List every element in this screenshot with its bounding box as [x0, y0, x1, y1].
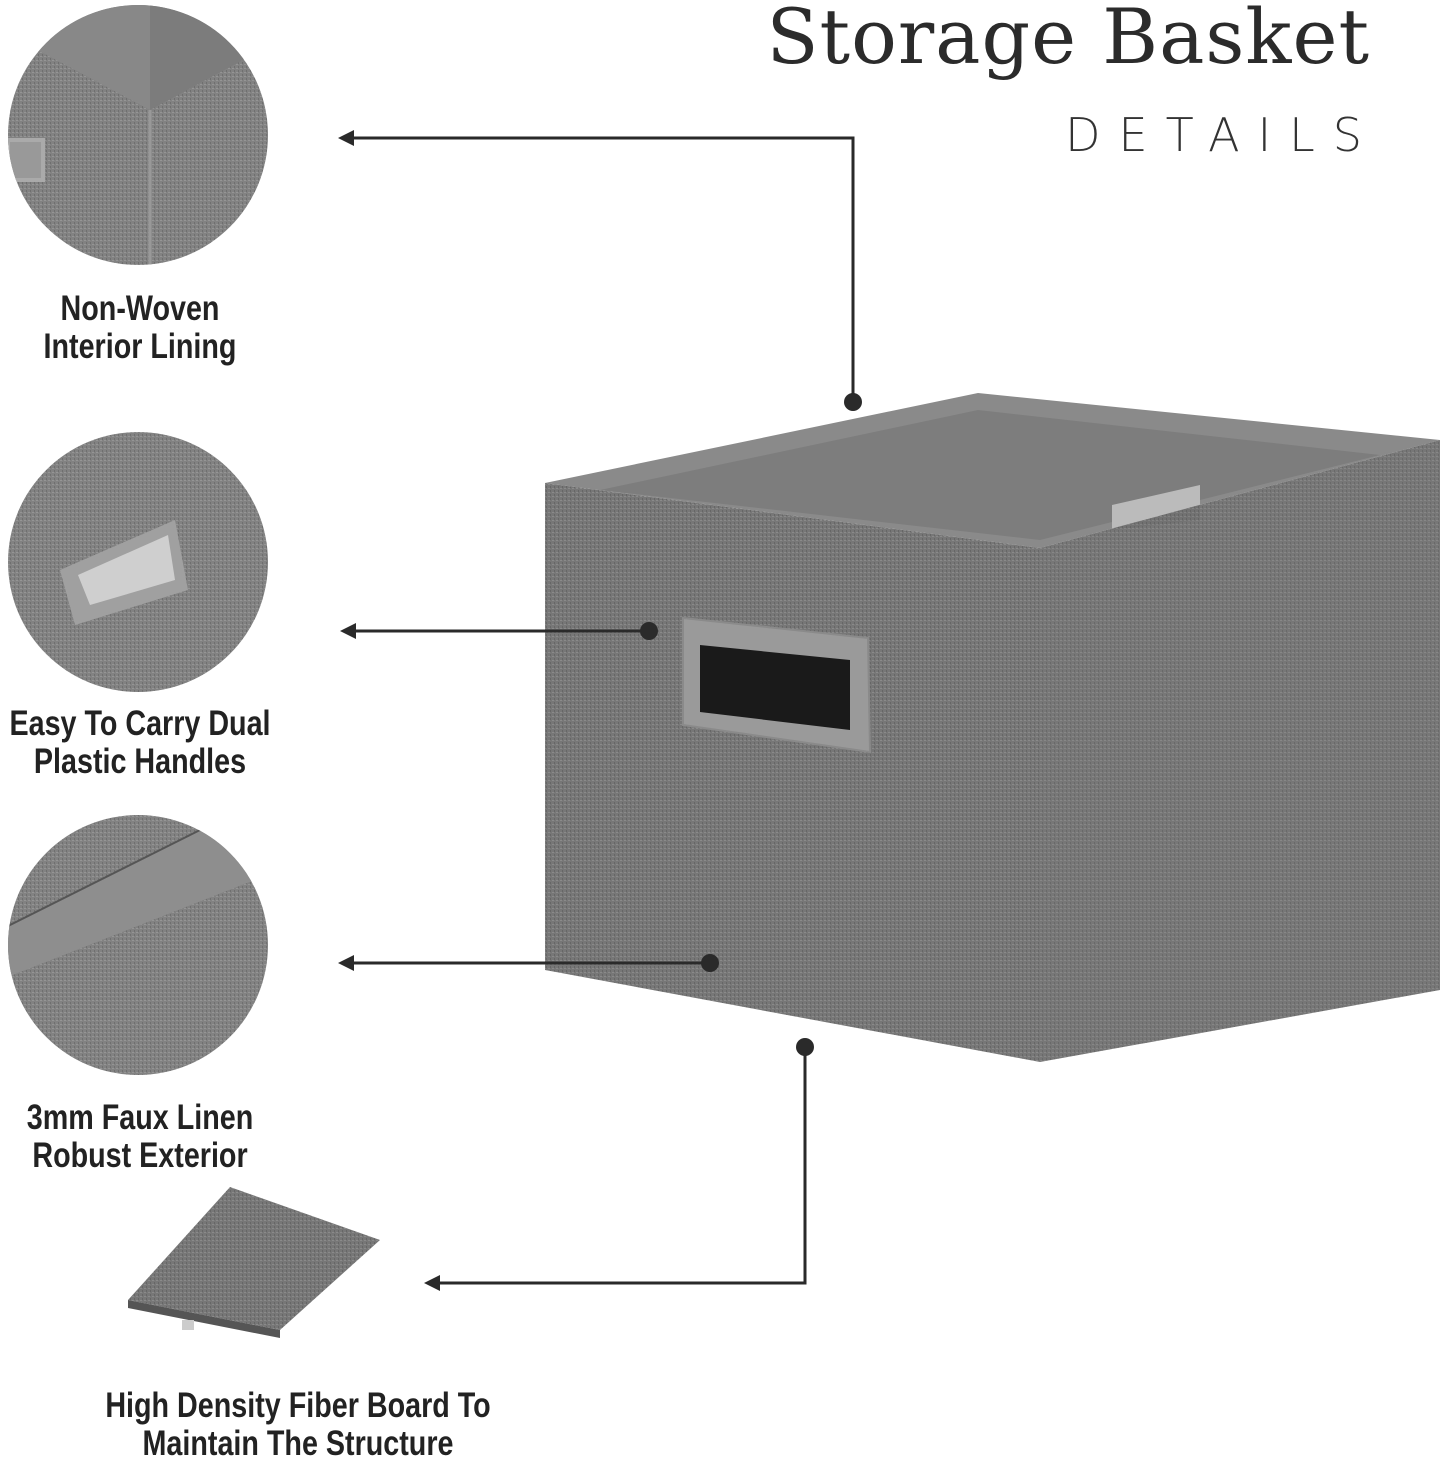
feature-label-fiber-board: High Density Fiber Board To Maintain The… [93, 1387, 503, 1463]
arrowhead-icon [338, 130, 354, 146]
page-title: Storage Basket [766, 0, 1370, 81]
feature-label-line: Non-Woven [60, 289, 220, 328]
callout-dot-1 [844, 393, 862, 411]
arrowhead-icon [424, 1275, 440, 1291]
feature-label-handles: Easy To Carry Dual Plastic Handles [0, 705, 288, 781]
interior-corner-closeup-image [8, 5, 268, 265]
page-subtitle: DETAILS [1065, 108, 1380, 162]
feature-label-interior: Non-Woven Interior Lining [1, 290, 280, 366]
feature-label-line: Easy To Carry Dual [9, 704, 271, 743]
feature-label-exterior: 3mm Faux Linen Robust Exterior [1, 1099, 280, 1175]
handle-closeup-image [8, 432, 268, 692]
feature-label-line: Interior Lining [43, 327, 237, 366]
callout-dot-3 [701, 954, 719, 972]
callout-line-1 [345, 136, 855, 402]
linen-edge-closeup-image [8, 815, 268, 1075]
feature-label-line: Plastic Handles [33, 742, 247, 781]
callout-dot-2 [640, 622, 658, 640]
storage-basket-image [545, 393, 1440, 1062]
feature-label-line: Robust Exterior [32, 1136, 248, 1175]
feature-label-line: Maintain The Structure [142, 1424, 454, 1463]
fiber-board-image [128, 1187, 380, 1338]
feature-label-line: 3mm Faux Linen [26, 1098, 254, 1137]
callout-dot-4 [796, 1038, 814, 1056]
arrowhead-icon [338, 955, 354, 971]
callout-line-4 [432, 1047, 807, 1285]
arrowhead-icon [340, 623, 356, 639]
feature-label-line: High Density Fiber Board To [105, 1386, 491, 1425]
